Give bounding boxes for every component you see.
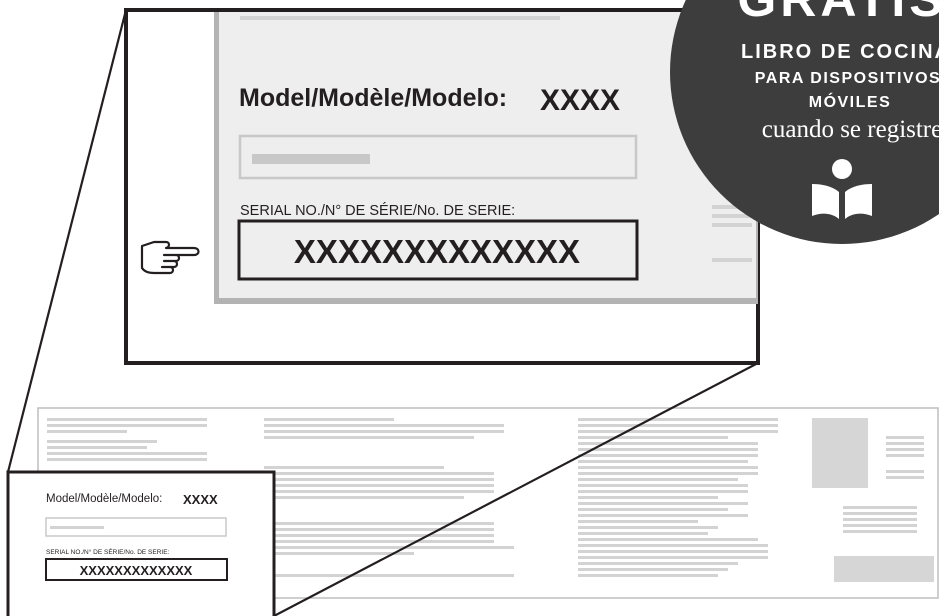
reader-book-icon — [812, 159, 872, 219]
full-serial-caption: SERIAL NO./N° DE SÉRIE/No. DE SERIE: — [46, 547, 170, 556]
promo-circle — [670, 0, 939, 244]
zoom-serial-value: XXXXXXXXXXXXX — [294, 233, 580, 270]
promo-badge: GRATIS LIBRO DE COCINA PARA DISPOSITIVOS… — [670, 0, 939, 244]
full-placeholder-field — [45, 517, 227, 537]
full-serial-value: XXXXXXXXXXXXX — [80, 563, 193, 578]
promo-line-3: MÓVILES — [809, 92, 892, 111]
zoom-connector-lines — [6, 9, 759, 616]
full-label-strip: Model/Modèle/Modelo: XXXX SERIAL NO./N° … — [6, 407, 939, 616]
placeholder-text-column-2 — [264, 418, 514, 577]
promo-line-1: LIBRO DE COCINA — [741, 41, 939, 63]
zoom-placeholder-top — [240, 16, 560, 20]
zoom-frame: Model/Modèle/Modelo: XXXX SERIAL NO./N° … — [124, 8, 760, 365]
full-placeholder-glyphs — [50, 526, 104, 529]
full-model-value: XXXX — [183, 492, 218, 507]
promo-line-4: cuando se registre — [762, 116, 939, 143]
zoom-model-value: XXXX — [540, 84, 620, 117]
promo-line-2: PARA DISPOSITIVOS — [755, 70, 939, 87]
promo-headline: GRATIS — [737, 0, 939, 27]
zoom-model-caption: Model/Modèle/Modelo: — [239, 84, 507, 112]
zoom-placeholder-glyphs — [252, 154, 370, 164]
zoom-serial-caption: SERIAL NO./N° DE SÉRIE/No. DE SERIE: — [240, 202, 515, 219]
placeholder-text-column-3 — [578, 418, 778, 577]
full-serial-box — [45, 558, 228, 581]
zoom-serial-box — [237, 219, 639, 281]
placeholder-text-column-1 — [47, 418, 207, 461]
full-label-highlight: Model/Modèle/Modelo: XXXX SERIAL NO./N° … — [6, 470, 276, 616]
pointing-hand-icon — [140, 240, 200, 275]
placeholder-graphics-right — [812, 418, 934, 582]
full-model-caption: Model/Modèle/Modelo: — [46, 493, 162, 505]
